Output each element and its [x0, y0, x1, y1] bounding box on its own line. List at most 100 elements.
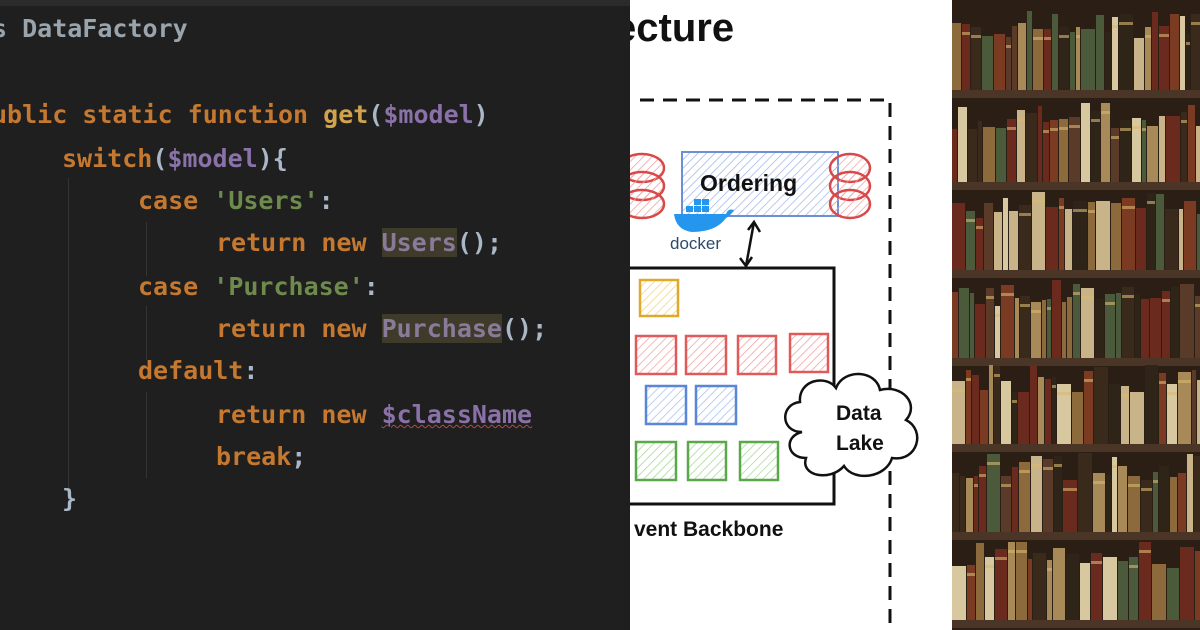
book-spine: [1059, 27, 1069, 90]
ordering-label: Ordering: [700, 170, 798, 196]
book-spine: [1081, 29, 1095, 90]
book-spine: [1020, 296, 1030, 358]
book-band: [966, 378, 971, 381]
book-spine: [1047, 560, 1052, 620]
book-spine: [1171, 287, 1179, 358]
book-spine: [1017, 110, 1025, 182]
book-band: [1019, 470, 1030, 473]
book-band: [1191, 22, 1200, 25]
book-band: [1073, 292, 1080, 295]
shelf-plank: [952, 182, 1200, 190]
book-spine: [1147, 193, 1155, 270]
book-spine: [1196, 126, 1200, 182]
book-spine: [952, 566, 966, 620]
code-token: (: [152, 144, 168, 173]
blue-tile: [694, 384, 738, 426]
book-band: [1016, 550, 1027, 553]
book-spine: [1121, 386, 1129, 444]
book-band: [1178, 380, 1191, 383]
book-spine: [1186, 34, 1190, 90]
book-band: [971, 35, 981, 38]
book-spine: [1007, 119, 1016, 182]
book-band: [1012, 400, 1017, 403]
code-token: 'Purchase': [213, 272, 364, 301]
diagram-title: ecture: [630, 6, 735, 50]
book-spine: [1103, 557, 1117, 620]
book-band: [1033, 37, 1043, 40]
code-token: default: [138, 356, 244, 385]
code-token: :: [318, 186, 334, 215]
book-spine: [1009, 211, 1018, 270]
book-spine: [1145, 27, 1151, 90]
book-spine: [1031, 302, 1041, 358]
class-declaration-line: s DataFactory: [0, 14, 188, 43]
book-band: [1119, 22, 1133, 25]
book-spine: [1197, 214, 1200, 270]
book-band: [1142, 128, 1146, 131]
book-band: [1159, 381, 1166, 384]
shelf-plank: [952, 358, 1200, 366]
book-spine: [989, 365, 993, 444]
book-band: [1017, 118, 1025, 121]
book-spine: [1178, 473, 1186, 532]
data-lake-cloud: [784, 372, 919, 478]
book-spine: [1001, 381, 1011, 444]
book-spine: [1195, 551, 1200, 620]
book-spine: [966, 211, 975, 270]
event-tiles: [634, 278, 830, 482]
book-spine: [1136, 208, 1146, 270]
book-band: [985, 565, 994, 568]
code-line: break;: [216, 440, 306, 474]
code-line: return new Users();: [216, 226, 502, 260]
book-spine: [1129, 557, 1138, 620]
book-spine: [1080, 563, 1090, 620]
book-spine: [1067, 297, 1072, 358]
book-band: [1093, 481, 1105, 484]
book-spine: [952, 381, 965, 444]
book-spine: [1030, 365, 1037, 444]
book-spine: [1150, 298, 1161, 358]
book-spine: [952, 129, 957, 182]
code-token: switch: [62, 144, 153, 173]
book-spine: [1170, 14, 1179, 90]
green-tile: [634, 440, 678, 482]
book-band: [1186, 42, 1190, 45]
book-band: [1059, 127, 1068, 130]
code-token: (: [368, 100, 384, 129]
book-spine: [1016, 542, 1027, 620]
book-spine: [1045, 379, 1051, 444]
book-spine: [1139, 542, 1151, 620]
book-band: [1122, 295, 1134, 298]
book-band: [987, 462, 1000, 465]
book-spine: [962, 24, 970, 90]
code-line: }: [62, 482, 77, 516]
green-tile: [686, 440, 728, 482]
book-spine: [1165, 209, 1178, 270]
indent-guide: [146, 306, 147, 360]
book-spine: [1012, 467, 1018, 532]
book-spine: [1062, 302, 1066, 358]
book-spine: [959, 288, 969, 358]
book-spine: [1180, 547, 1194, 620]
book-spine: [1167, 384, 1177, 444]
book-band: [1006, 45, 1011, 48]
book-band: [1167, 392, 1177, 395]
book-band: [1019, 213, 1031, 216]
book-spine: [1093, 473, 1105, 532]
book-spine: [1047, 299, 1051, 358]
book-spine: [1018, 392, 1029, 444]
book-spine: [1052, 280, 1061, 358]
code-line: switch($model){: [62, 142, 288, 176]
book-band: [1122, 206, 1135, 209]
book-spine: [1180, 284, 1194, 358]
book-spine: [1132, 118, 1141, 182]
book-band: [967, 573, 975, 576]
blue-tile: [644, 384, 688, 426]
code-token: get: [323, 100, 369, 129]
book-spine: [1197, 380, 1200, 444]
book-spine: [1094, 367, 1108, 444]
book-band: [1063, 488, 1077, 491]
code-token: $model: [383, 100, 474, 129]
code-token: case: [138, 186, 214, 215]
book-spine: [1195, 296, 1200, 358]
